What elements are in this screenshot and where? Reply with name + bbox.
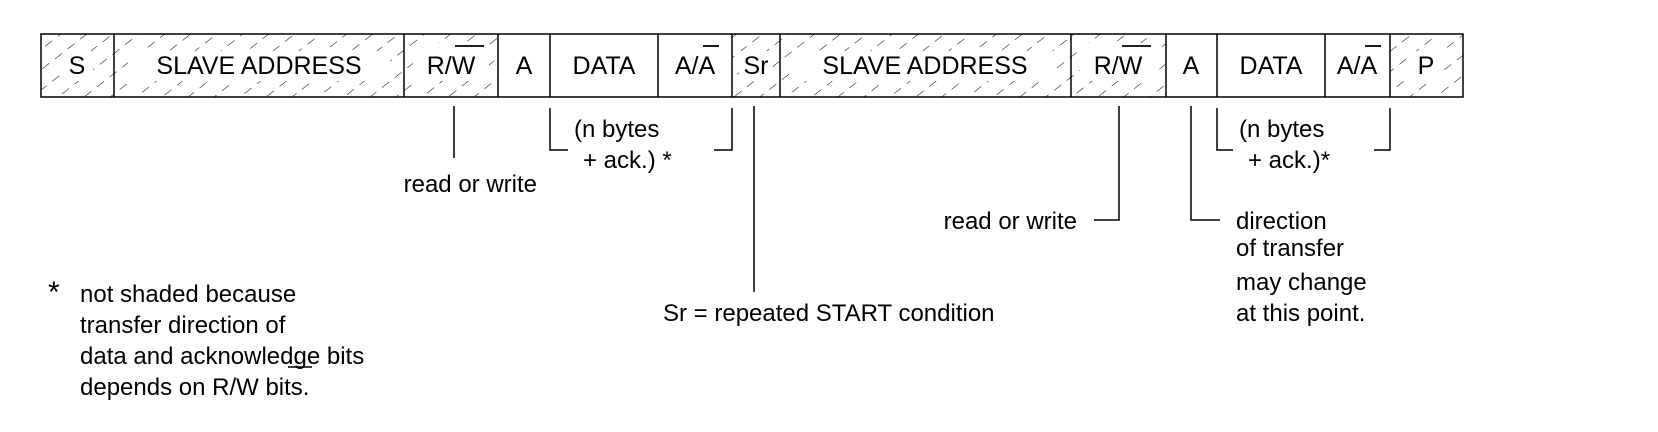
read-or-write-label-2: read or write	[944, 208, 1077, 235]
footnote-line1: not shaded because	[80, 281, 296, 308]
nbytes1-line1: (n bytes	[574, 116, 659, 143]
segment-p-label: P	[1418, 52, 1435, 80]
nbytes2-line1: (n bytes	[1239, 116, 1324, 143]
nbytes2-bracket-left	[1216, 108, 1233, 151]
nbytes1-bracket-right	[714, 108, 733, 151]
leader-lines	[453, 106, 1391, 292]
read-or-write-label-1: read or write	[404, 171, 537, 198]
direction-line2: of transfer	[1236, 235, 1344, 262]
sr-note: Sr = repeated START condition	[663, 300, 995, 327]
nbytes1-bracket-left	[549, 108, 568, 151]
segment-rw1-label: R/W	[427, 52, 476, 80]
nbytes2-line2: + ack.)*	[1248, 147, 1330, 174]
rw2-leader	[1094, 106, 1120, 221]
segment-rw2-label: R/W	[1094, 52, 1143, 80]
segment-ack1-label: A/A	[675, 52, 716, 80]
footnote-line4: depends on R/W bits.	[80, 374, 309, 401]
direction-leader	[1190, 106, 1220, 221]
footnote-line3: data and acknowledge bits	[80, 343, 364, 370]
direction-line3: may change	[1236, 269, 1367, 296]
segment-sr-label: Sr	[744, 52, 769, 80]
direction-line4: at this point.	[1236, 300, 1365, 327]
nbytes2-bracket-right	[1374, 108, 1391, 151]
footnote-line2: transfer direction of	[80, 312, 286, 339]
footnote-star: *	[48, 276, 60, 309]
segment-data2-label: DATA	[1240, 52, 1303, 80]
segment-a1-label: A	[516, 52, 533, 80]
direction-line1: direction	[1236, 208, 1327, 235]
segment-addr1-label: SLAVE ADDRESS	[156, 52, 361, 80]
segment-data1-label: DATA	[573, 52, 636, 80]
frame-strip: S SLAVE ADDRESS R/W A DATA A/A Sr SLAVE …	[40, 33, 1464, 98]
segment-addr2-label: SLAVE ADDRESS	[822, 52, 1027, 80]
segment-s-label: S	[69, 52, 86, 80]
segment-ack2-label: A/A	[1337, 52, 1378, 80]
nbytes1-line2: + ack.) *	[583, 147, 672, 174]
annotations: (n bytes + ack.) * read or write (n byte…	[48, 116, 1367, 401]
segment-a2-label: A	[1183, 52, 1200, 80]
